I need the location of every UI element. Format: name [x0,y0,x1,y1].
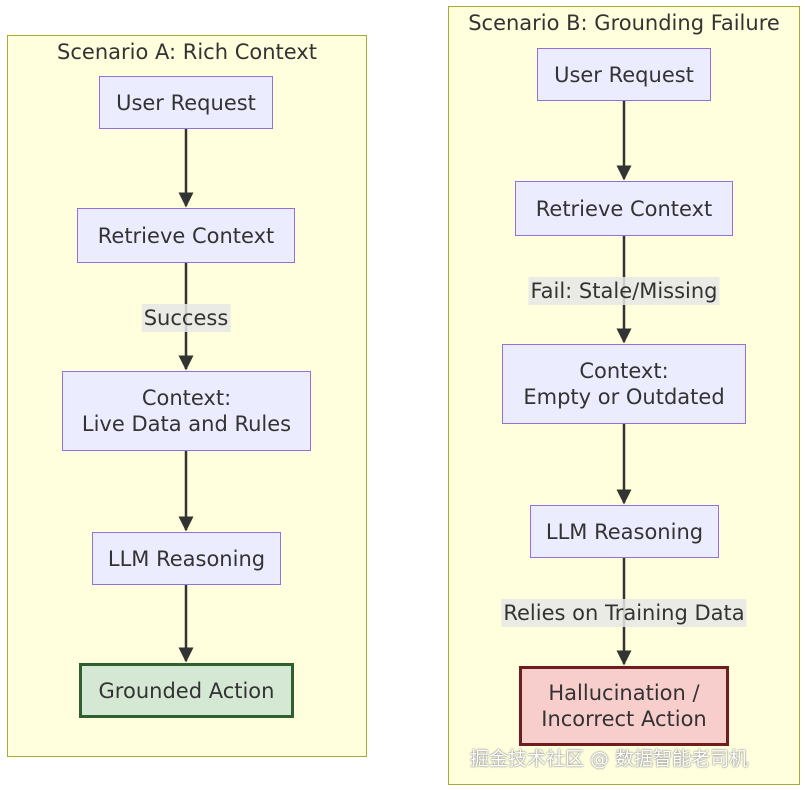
b-retrieve-context-node: Retrieve Context [515,181,733,236]
scenario-a-title: Scenario A: Rich Context [57,40,317,64]
a-grounded-action-node: Grounded Action [79,663,294,718]
a-retrieve-context-node: Retrieve Context [77,208,295,263]
b-llm-reasoning-node: LLM Reasoning [530,505,719,558]
b-training-data-label: Relies on Training Data [501,599,747,627]
b-context-node: Context: Empty or Outdated [502,344,746,424]
a-success-label: Success [141,304,231,332]
scenario-b-title: Scenario B: Grounding Failure [468,11,780,35]
b-fail-label: Fail: Stale/Missing [528,277,720,305]
a-context-node: Context: Live Data and Rules [62,371,311,451]
a-user-request-node: User Request [99,76,273,129]
b-user-request-node: User Request [537,48,711,101]
a-llm-reasoning-node: LLM Reasoning [92,532,281,585]
b-hallucination-node: Hallucination / Incorrect Action [519,666,729,746]
watermark: 掘金技术社区 @ 数据智能老司机 [470,748,749,770]
